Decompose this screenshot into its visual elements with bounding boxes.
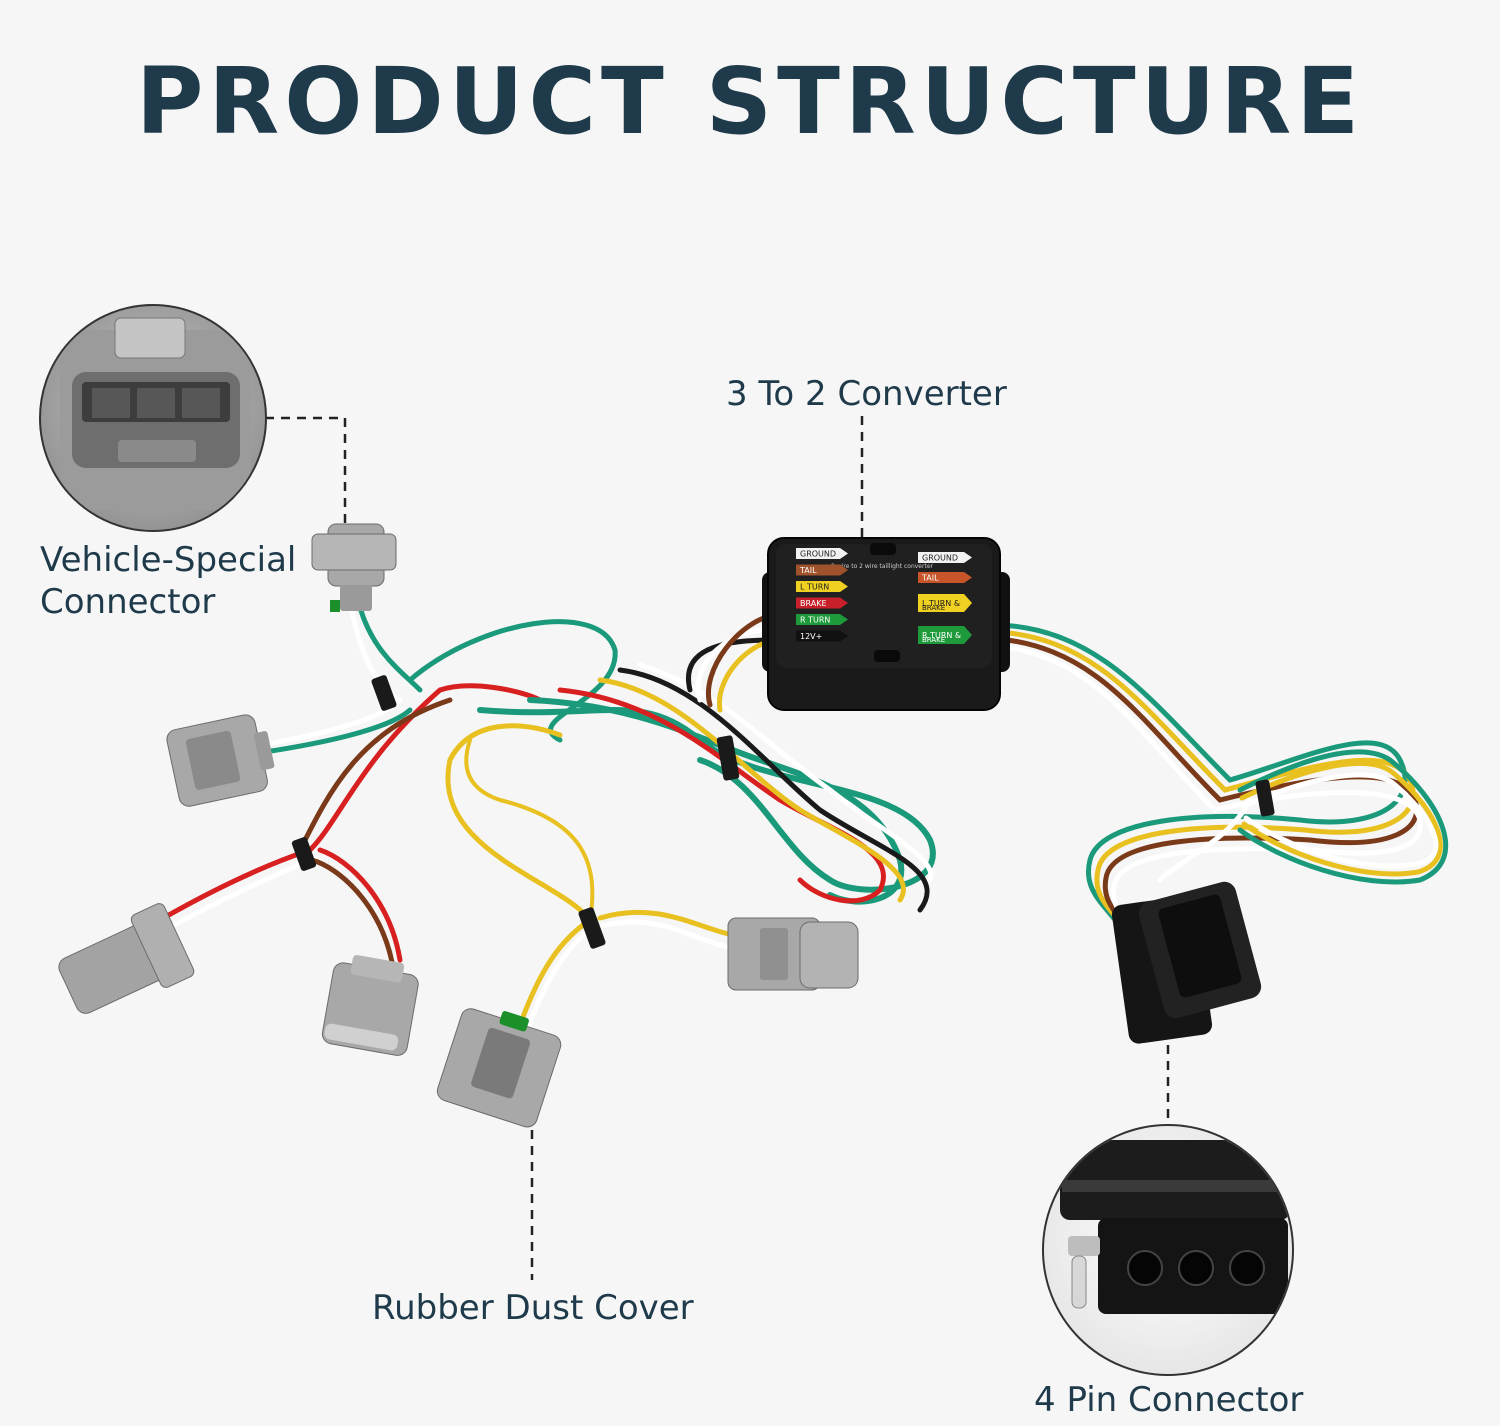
connector-left-upper [166,714,275,807]
cable-ties [291,675,1275,949]
connector-vehicle-special [311,523,397,612]
converter-header: 3 wire to 2 wire taillight converter [831,563,933,570]
right-arrow-label-0: GROUND [922,554,958,563]
label-vehicle-connector-line1: Vehicle-Special [40,540,297,580]
right-arrow-label-2: L TURN & [922,599,960,608]
left-arrow-5: 12V+ [796,630,848,642]
left-arrow-label-5: 12V+ [800,632,822,641]
leader-vehicle-connector [265,416,347,525]
right-wire-harness [997,622,1449,963]
right-arrow-label-line2-2: BRAKE [922,604,945,612]
converter-left-labels: GROUND TAIL L TURN BRAKE R TURN 12V+ [796,548,848,642]
label-four-pin: 4 Pin Connector [1034,1380,1304,1420]
left-arrow-label-3: BRAKE [800,599,827,608]
connector-right-gray [727,917,859,991]
four-pin-connector [1111,881,1262,1044]
left-arrow-label-4: R TURN [800,616,830,625]
left-arrow-label-0: GROUND [800,550,836,559]
right-arrow-label-3: R TURN & [922,631,961,640]
right-arrow-3: R TURN & [918,626,972,644]
label-vehicle-connector-line2: Connector [40,582,216,622]
connector-middle-lower [321,955,419,1056]
label-converter: 3 To 2 Converter [726,374,1007,414]
right-arrow-0: GROUND [918,552,972,563]
right-arrow-label-line2-3: BRAKE [922,636,945,644]
left-arrow-3: BRAKE [796,597,848,609]
four-pin-connector-zoom [1042,1124,1294,1376]
left-arrow-2: L TURN [796,581,848,592]
right-arrow-2: L TURN & [918,594,972,612]
leader-lines [265,416,1170,1280]
left-arrow-1: TAIL [796,564,848,576]
left-arrow-label-2: L TURN [800,583,829,592]
connector-left-lower [58,903,195,1014]
left-arrow-0: GROUND [796,548,848,559]
right-arrow-1: TAIL [918,572,972,583]
left-arrow-4: R TURN [796,614,848,625]
left-arrow-label-1: TAIL [799,566,817,575]
vehicle-connector-zoom [39,304,267,532]
connector-dust-cover [436,1008,562,1128]
label-dust-cover: Rubber Dust Cover [372,1288,694,1328]
page-title: PRODUCT STRUCTURE [135,48,1365,155]
right-arrow-label-1: TAIL [921,574,939,583]
